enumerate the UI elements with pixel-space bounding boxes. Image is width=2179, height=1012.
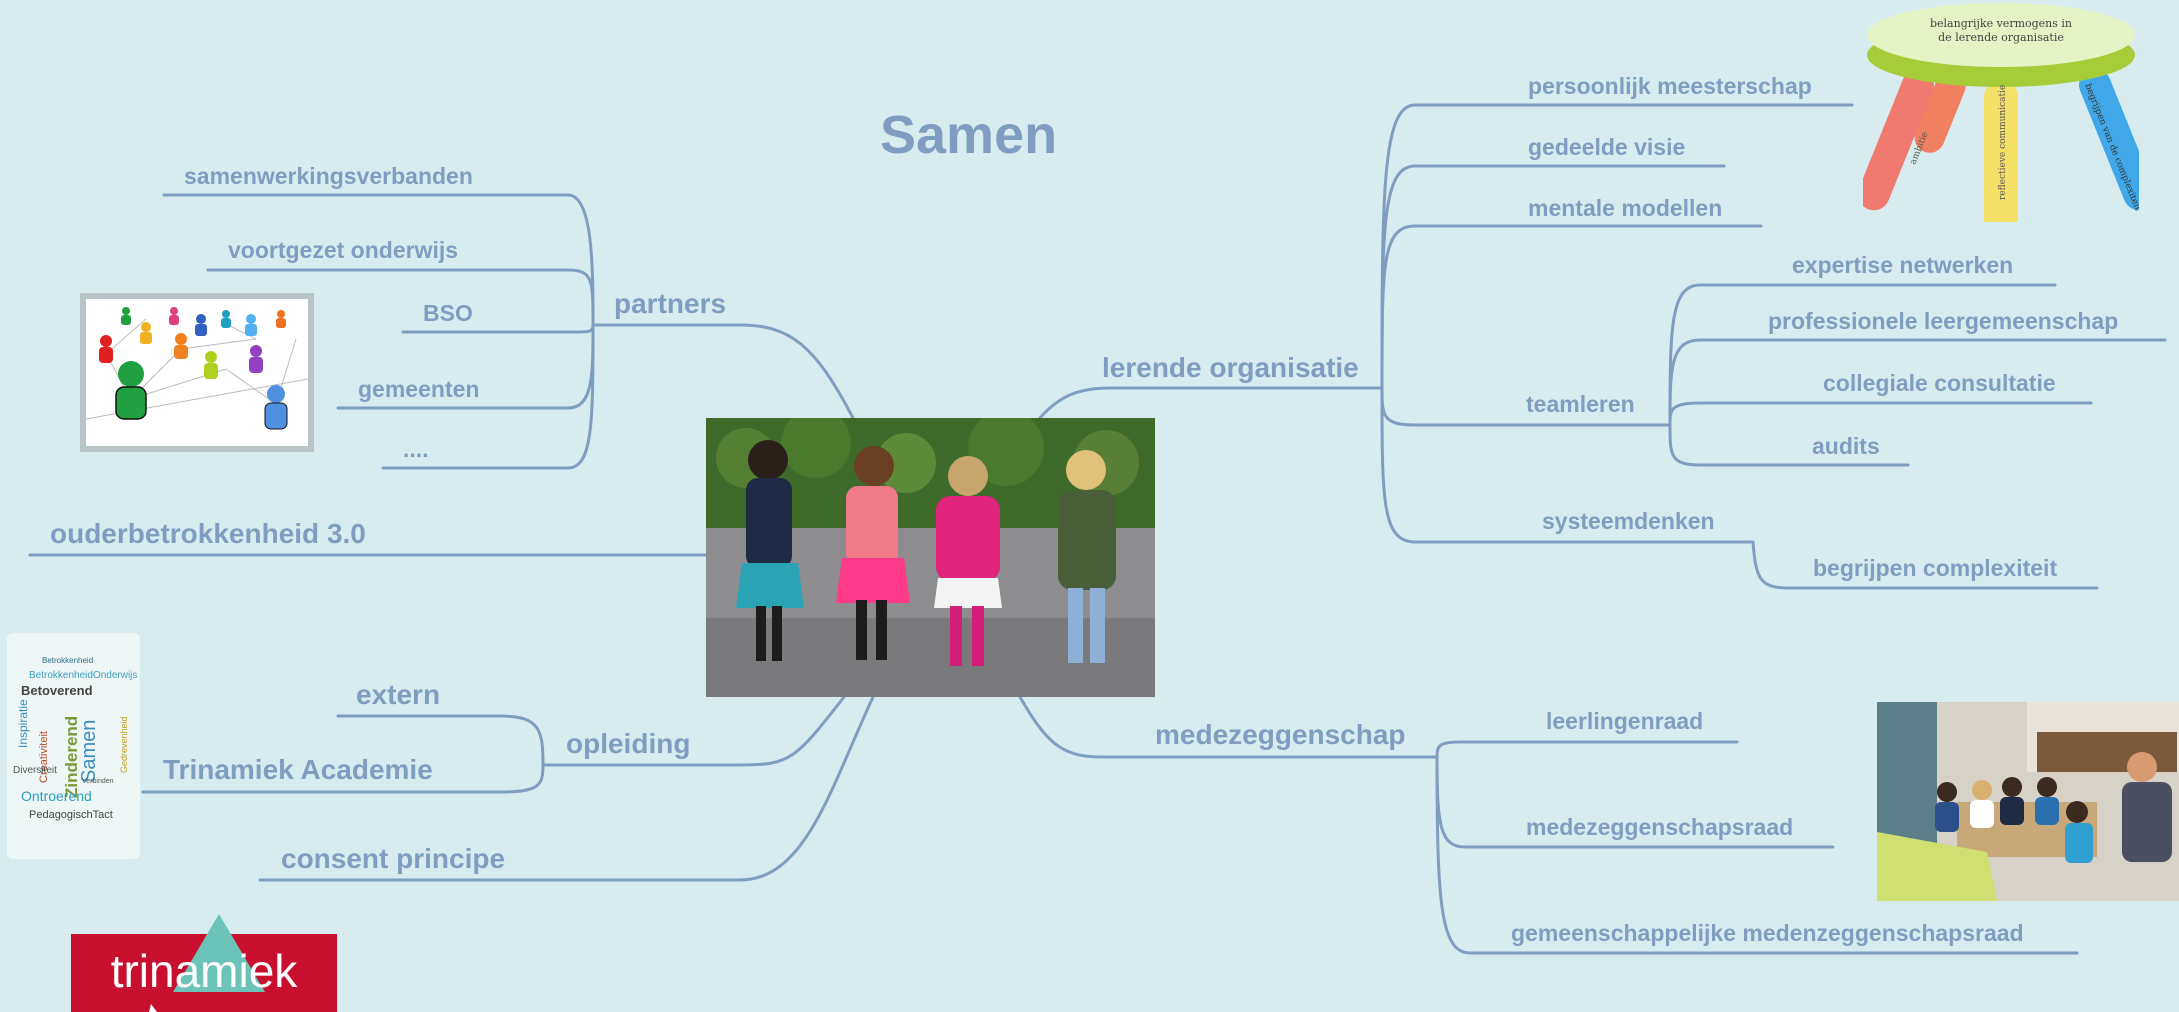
branch-ouderbetrokkenheid: ouderbetrokkenheid 3.0 [50, 518, 366, 549]
teamleren-item: collegiale consultatie [1823, 370, 2056, 396]
lerende-item: mentale modellen [1528, 195, 1723, 221]
classroom-photo-icon [1877, 702, 2179, 901]
wordcloud-word: Verbinden [82, 778, 114, 785]
branch-lerende-organisatie: lerende organisatie [1102, 352, 1359, 383]
wordcloud-word: Creativiteit [38, 731, 50, 783]
wordcloud-word: Betrokkenheid [42, 656, 93, 665]
branch-consent-principe: consent principe [281, 843, 506, 874]
opleiding-item: extern [356, 679, 441, 710]
partner-item: BSO [423, 300, 473, 326]
wordcloud-word: Gedrevenheid [119, 716, 129, 773]
lerende-item: persoonlijk meesterschap [1528, 73, 1812, 99]
children-photo-icon [706, 418, 1155, 697]
trinamiek-logo: trinamiek [71, 914, 337, 1012]
partner-item: .... [403, 436, 429, 462]
teamleren-item: expertise netwerken [1792, 252, 2014, 278]
wordcloud-word: Ontroerend [21, 788, 92, 804]
wordcloud-word: Zinderend [62, 716, 81, 798]
medezeggenschap-item: medezeggenschapsraad [1526, 814, 1794, 840]
wordcloud-image: Betrokkenheid BetrokkenheidOnderwijs Bet… [7, 633, 140, 859]
stool-top-text: de lerende organisatie [1938, 31, 2064, 44]
classroom-photo [1877, 702, 2179, 901]
trinamiek-logo-icon: trinamiek [71, 914, 337, 1012]
network-people-image [80, 293, 314, 452]
children-walking-photo [706, 418, 1155, 697]
lerende-item: systeemdenken [1542, 508, 1715, 534]
stool-icon: belangrijke vermogens in de lerende orga… [1863, 3, 2139, 222]
partner-item: samenwerkingsverbanden [184, 163, 473, 189]
partner-item: gemeenten [358, 376, 480, 402]
teamleren-item: audits [1812, 433, 1880, 459]
branch-partners: partners [614, 288, 727, 319]
teamleren-item: professionele leergemeenschap [1768, 308, 2119, 334]
network-people-icon [86, 307, 308, 430]
page-title: Samen [880, 105, 1058, 165]
medezeggenschap-item: gemeenschappelijke medenzeggenschapsraad [1511, 920, 2024, 946]
logo-text: trinamiek [111, 945, 299, 997]
lerende-item: gedeelde visie [1528, 134, 1686, 160]
wordcloud-word: Samen [78, 720, 100, 783]
wordcloud-icon: Betrokkenheid BetrokkenheidOnderwijs Bet… [13, 656, 137, 821]
branch-opleiding: opleiding [566, 728, 691, 759]
wordcloud-word: Betoverend [21, 683, 93, 698]
medezeggenschap-item: leerlingenraad [1546, 708, 1704, 734]
partner-item: voortgezet onderwijs [228, 237, 459, 263]
wordcloud-word: Inspiratie [16, 699, 30, 748]
opleiding-item: Trinamiek Academie [163, 754, 433, 785]
wordcloud-word: BetrokkenheidOnderwijs [29, 670, 137, 681]
lerende-item: teamleren [1526, 391, 1635, 417]
wordcloud-word: Diversiteit [13, 765, 57, 776]
stool-leg-text: reflectieve communicatie [1998, 85, 2008, 200]
wordcloud-word: PedagogischTact [29, 809, 113, 821]
branch-medezeggenschap: medezeggenschap [1155, 719, 1406, 750]
stool-image: belangrijke vermogens in de lerende orga… [1863, 0, 2139, 222]
systeemdenken-item: begrijpen complexiteit [1813, 555, 2058, 581]
stool-top-text: belangrijke vermogens in [1930, 17, 2072, 30]
